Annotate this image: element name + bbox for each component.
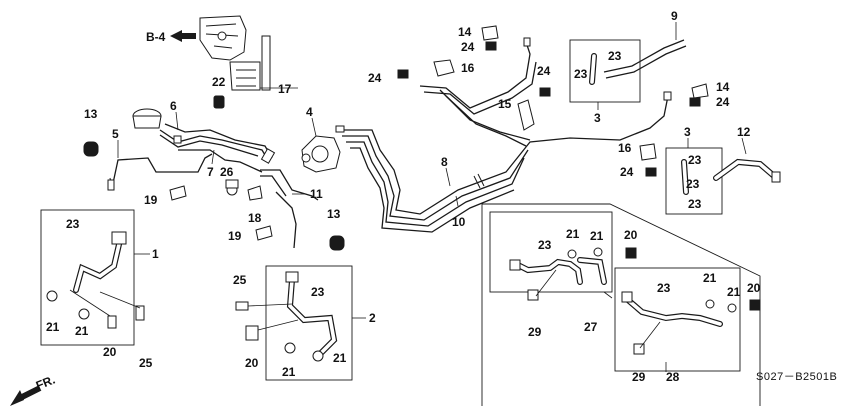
grommet-13-left bbox=[83, 141, 99, 157]
callout-13-center: 13 bbox=[327, 207, 341, 221]
callout-10: 10 bbox=[452, 215, 466, 229]
callout-22: 22 bbox=[212, 75, 226, 89]
callout-13-left: 13 bbox=[84, 107, 98, 121]
callout-21-b: 21 bbox=[75, 324, 89, 338]
callout-7: 7 bbox=[207, 165, 214, 179]
callout-21-d: 21 bbox=[333, 351, 347, 365]
bolt-20-right-lower bbox=[749, 299, 761, 311]
callout-29-a: 29 bbox=[528, 325, 542, 339]
callout-1: 1 bbox=[152, 247, 159, 261]
callout-14-right: 14 bbox=[716, 80, 730, 94]
callout-25-b: 25 bbox=[139, 356, 153, 370]
box-part-28 bbox=[614, 267, 741, 372]
callout-3-right: 3 bbox=[684, 125, 691, 139]
callout-23-b: 23 bbox=[311, 285, 325, 299]
callout-16-top: 16 bbox=[461, 61, 475, 75]
callout-9: 9 bbox=[671, 9, 678, 23]
box-part-1 bbox=[40, 209, 135, 346]
callout-21-h: 21 bbox=[727, 285, 741, 299]
callout-19-center: 19 bbox=[228, 229, 242, 243]
grommet-13-center bbox=[329, 235, 345, 251]
callout-11: 11 bbox=[310, 187, 323, 201]
callout-20-b: 20 bbox=[245, 356, 259, 370]
callout-14-top: 14 bbox=[458, 25, 472, 39]
callout-23-d: 23 bbox=[574, 67, 588, 81]
callout-17: 17 bbox=[278, 82, 292, 96]
callout-8: 8 bbox=[441, 155, 448, 169]
callout-20-a: 20 bbox=[103, 345, 117, 359]
callout-24-c: 24 bbox=[537, 64, 551, 78]
callout-24-e: 24 bbox=[620, 165, 634, 179]
callout-4: 4 bbox=[306, 105, 313, 119]
callout-23-h: 23 bbox=[657, 281, 671, 295]
callout-21-g: 21 bbox=[703, 271, 717, 285]
callout-16-right: 16 bbox=[618, 141, 632, 155]
box-part-2 bbox=[265, 265, 353, 381]
callout-20-c: 20 bbox=[624, 228, 638, 242]
bolts-24 bbox=[397, 41, 701, 177]
callout-15: 15 bbox=[498, 97, 512, 111]
callout-21-c: 21 bbox=[282, 365, 296, 379]
tube-11 bbox=[260, 169, 319, 201]
callout-3-top: 3 bbox=[594, 111, 601, 125]
main-tubes bbox=[335, 37, 672, 233]
callout-18: 18 bbox=[248, 211, 262, 225]
callout-2: 2 bbox=[369, 311, 376, 325]
callout-23-g: 23 bbox=[538, 238, 552, 252]
callout-19-left: 19 bbox=[144, 193, 158, 207]
detail-boxes bbox=[40, 39, 761, 406]
bracket-assembly bbox=[199, 15, 298, 109]
callout-23-i: 23 bbox=[686, 177, 700, 191]
reservoir bbox=[132, 108, 162, 129]
front-direction-label: FR. bbox=[34, 373, 57, 393]
callout-21-a: 21 bbox=[46, 320, 60, 334]
diagram-code: S027－B2501B bbox=[756, 371, 837, 383]
callout-23-f: 23 bbox=[688, 197, 702, 211]
b4-reference-label: B-4 bbox=[146, 30, 166, 44]
callout-23-c: 23 bbox=[608, 49, 622, 63]
callout-29-b: 29 bbox=[632, 370, 646, 384]
callout-20-d: 20 bbox=[747, 281, 761, 295]
callout-27: 27 bbox=[584, 320, 598, 334]
b4-arrow-icon bbox=[170, 30, 196, 42]
callout-24-d: 24 bbox=[716, 95, 730, 109]
front-arrow-icon bbox=[10, 385, 42, 406]
box-part-3-top bbox=[569, 39, 641, 103]
callout-25-a: 25 bbox=[233, 273, 247, 287]
rear-section-frame bbox=[481, 203, 761, 406]
leader-lines bbox=[117, 22, 747, 372]
callout-5: 5 bbox=[112, 127, 119, 141]
abs-modulator bbox=[301, 135, 341, 173]
front-tubes bbox=[107, 123, 276, 196]
callout-21-e: 21 bbox=[566, 227, 580, 241]
callout-23-a: 23 bbox=[66, 217, 80, 231]
callout-6: 6 bbox=[170, 99, 177, 113]
callout-26: 26 bbox=[220, 165, 234, 179]
bolt-20-right-upper bbox=[625, 247, 637, 259]
callout-28: 28 bbox=[666, 370, 680, 384]
callout-numbers: 1 2 3 3 4 5 6 7 8 9 10 11 12 13 13 14 14… bbox=[46, 9, 761, 384]
callout-24-a: 24 bbox=[461, 40, 475, 54]
box-part-3-right bbox=[665, 147, 723, 215]
callout-23-e: 23 bbox=[688, 153, 702, 167]
callout-24-b: 24 bbox=[368, 71, 382, 85]
callout-12: 12 bbox=[737, 125, 751, 139]
callout-21-f: 21 bbox=[590, 229, 604, 243]
tube-9 bbox=[603, 39, 685, 73]
box-part-27 bbox=[489, 211, 613, 293]
